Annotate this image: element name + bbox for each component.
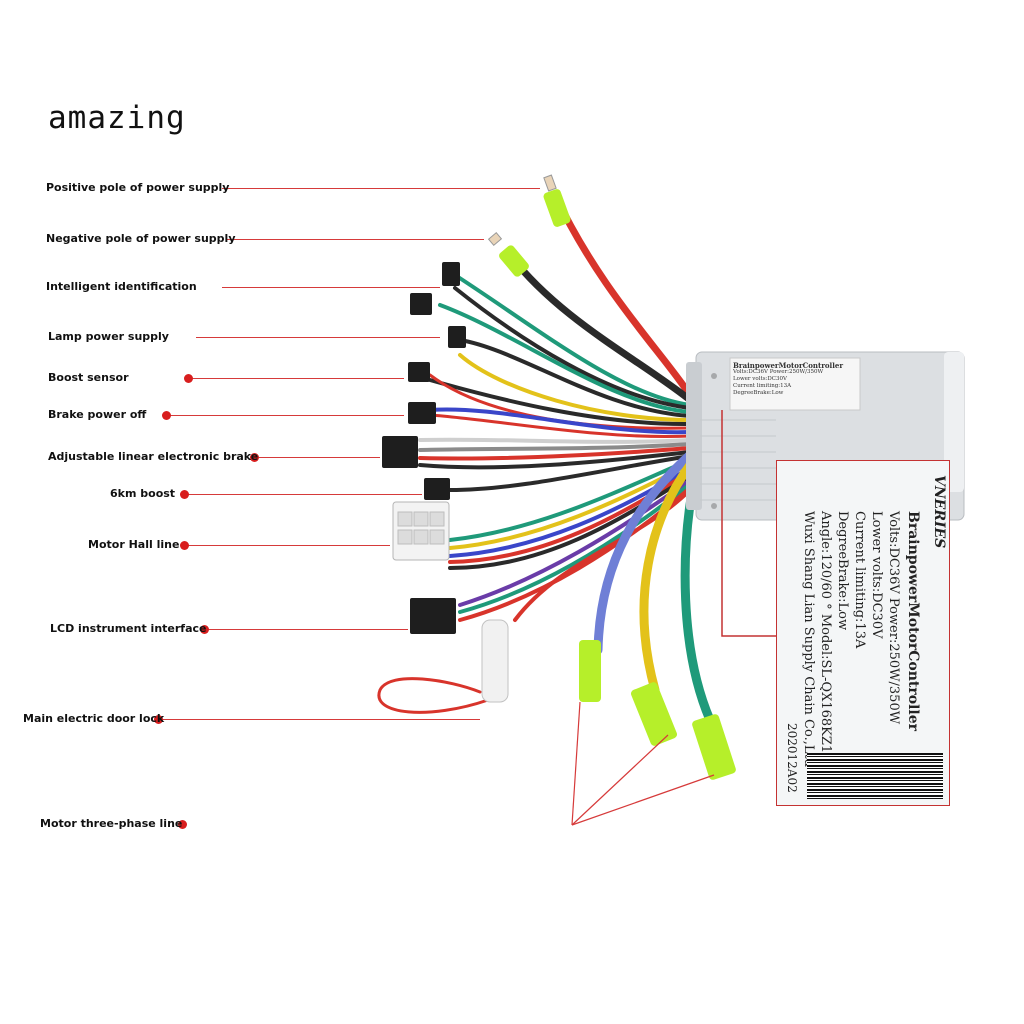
label-boost-sensor: Boost sensor [48,371,129,384]
door-lock-connector [481,619,509,703]
black-id-wire [453,286,692,410]
black-linear-wire [418,450,692,470]
blue-phase-sleeve [579,640,601,702]
leader-line [190,378,404,379]
leader-line [222,287,440,288]
lcd-connector [410,598,456,634]
bullet-dot [180,490,189,499]
linear-brake-connector [382,436,418,468]
leader-line [160,719,480,720]
black-power-wire [506,251,694,404]
red-linear-wire [418,446,692,461]
controller-title: BrainpowerMotorController [905,511,921,732]
label-linear-brake: Adjustable linear electronic brake [48,450,259,463]
barcode [807,753,943,799]
controller-small-label-text: BrainpowerMotorController Volts:DC36V Po… [733,362,857,408]
controller-spec-line: Angle:120/60 ° Model:SL-QX168KZ1 [818,511,833,754]
lamp-connector-a [410,293,432,315]
negative-terminal [487,232,503,246]
black-6km-wire [448,454,692,492]
negative-sleeve [499,245,529,277]
boost-connector [408,362,430,382]
purple-lcd-wire [458,478,692,607]
leader-line [186,494,422,495]
bullet-dot [184,374,193,383]
bullet-dot [200,625,209,634]
red-brake-wire [428,413,692,438]
controller-spec-line: DegreeBrake:Low [835,511,850,631]
green-id-wire [453,273,692,407]
controller-spec-line: Current limiting:13A [852,511,867,649]
black-hall-wire [448,474,692,570]
positive-sleeve [543,189,571,227]
green-lamp-wire [438,303,692,414]
small-label-title: BrainpowerMotorController [733,362,844,370]
label-six-km-boost: 6km boost [110,487,176,500]
red-lock-loop [377,677,490,714]
white-linear-wire [418,437,692,444]
lamp-connector-b [448,326,466,348]
controller-logo: VNERIES [931,475,947,549]
bullet-dot [250,453,259,462]
controller-code: 202012A02 [785,723,799,793]
green-hall-wire [448,458,692,542]
bullet-dot [178,820,187,829]
black-lamp-wire [458,338,692,418]
yellow-phase-sleeve [630,682,678,746]
small-label-line: Volts:DC36V Power:250W/350W [733,369,824,375]
brand-watermark: amazing [48,100,186,136]
controller-spec-line: Lower volts:DC30V [869,511,884,639]
small-label-line: Lower volts:DC30V [733,376,787,382]
label-positive-pole: Positive pole of power supply [46,181,230,194]
positive-terminal [543,174,557,192]
label-intelligent-identification: Intelligent identification [46,280,197,293]
gray-linear-wire [418,442,692,452]
black-boost-wire [428,378,692,427]
controller-label-rotated: VNERIES BrainpowerMotorController Volts:… [777,461,951,807]
bullet-dot [162,411,171,420]
leader-line [226,239,484,240]
label-door-lock: Main electric door lock [23,712,165,725]
yellow-boost-wire [458,353,692,422]
controller-small-label [729,357,861,411]
label-brake-power-off: Brake power off [48,408,147,421]
label-lamp-power: Lamp power supply [48,330,169,343]
label-motor-hall: Motor Hall line [88,538,180,551]
bullet-dot [154,715,163,724]
blue-phase-wire [593,450,695,655]
leader-line [168,415,404,416]
label-negative-pole: Negative pole of power supply [46,232,236,245]
label-three-phase: Motor three-phase line [40,817,183,830]
leader-line [186,545,390,546]
bullet-dot [180,541,189,550]
leader-line [222,188,540,189]
green-phase-sleeve [692,714,736,780]
brake-connector [408,402,436,424]
controller-spec-line: Volts:DC36V Power:250W/350W [886,511,901,725]
blue-brake-wire [428,407,692,435]
controller-spec-line: Wuxi Shang Lian Supply Chain Co.,Ltd [801,511,816,768]
leader-line [206,629,408,630]
controller-label-zoom: VNERIES BrainpowerMotorController Volts:… [776,460,950,806]
small-label-line: Current limiting:13A [733,383,792,389]
red-power-wire [551,191,694,399]
id-connector [442,262,460,286]
small-label-line: DegreeBrake:Low [733,390,784,396]
leader-line [196,337,440,338]
six-km-connector [424,478,450,500]
leader-line [256,457,380,458]
yellow-phase-wire [639,460,695,695]
label-lcd-interface: LCD instrument interface [50,622,207,635]
